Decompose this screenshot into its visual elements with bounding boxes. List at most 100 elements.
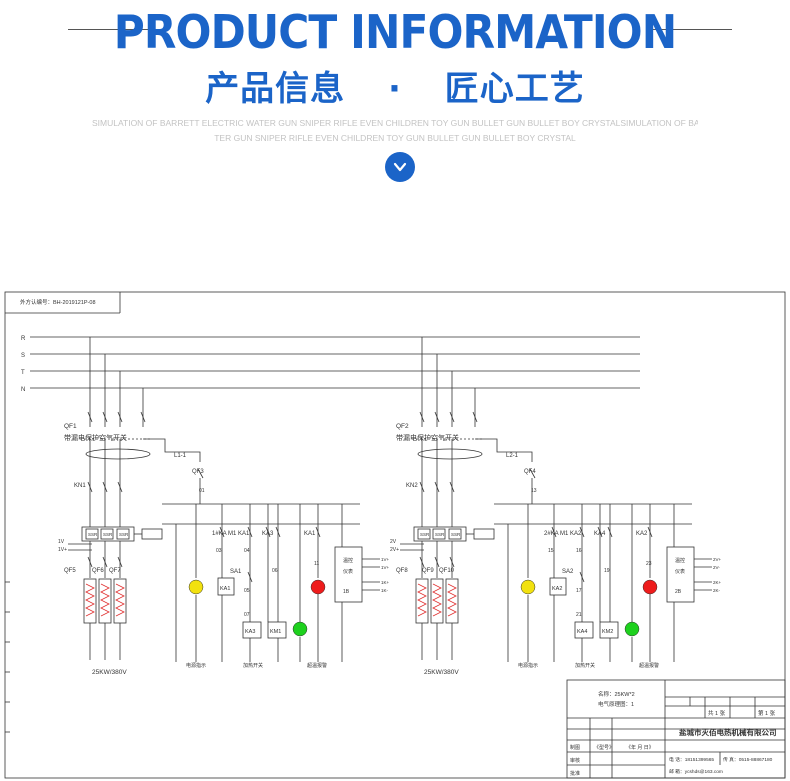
tb-phone: 电 话：18151399565 bbox=[669, 756, 714, 763]
label-qf5: QF5 bbox=[64, 568, 76, 574]
label-wire-17: 17 bbox=[576, 588, 582, 594]
label-breaker-desc-1: 带漏电保护空气开关 bbox=[64, 433, 127, 442]
coil-ka3: KA3 bbox=[245, 629, 255, 635]
tb-drawing-label: 电气原理图：1 bbox=[598, 700, 634, 708]
title-cn-left: 产品信息 bbox=[205, 69, 346, 109]
controller-2-line-1: 温控 bbox=[675, 557, 685, 564]
tb-model-label: 《型号》 bbox=[594, 744, 614, 751]
electrical-schematic-drawing: 外方认编号：BH-2019121P-08 R S T N bbox=[4, 291, 786, 779]
product-info-header: PRODUCT INFORMATION 产品信息 · 匠心工艺 SIMULATI… bbox=[0, 0, 790, 230]
caption-power-2: 电源指示 bbox=[518, 662, 538, 669]
label-wire-06: 06 bbox=[272, 568, 278, 574]
unit-2-labels: QF2 带漏电保护空气开关 L2-1 QF4 13 KN2 2V 2V+ SSR… bbox=[390, 423, 722, 676]
label-ssr-2b: SSR bbox=[435, 532, 445, 537]
coil-ka2: KA2 bbox=[552, 586, 562, 592]
label-qf1: QF1 bbox=[64, 423, 77, 430]
title-cn-dot: · bbox=[388, 69, 402, 109]
label-ssr-2c: SSR bbox=[451, 532, 461, 537]
controller-1-line-3: 1B bbox=[343, 589, 350, 595]
controller-1-term-2: 1V+ bbox=[381, 565, 390, 570]
controller-2-line-2: 仪表 bbox=[675, 568, 685, 575]
label-qf8: QF8 bbox=[396, 568, 408, 574]
bus-label-s: S bbox=[21, 353, 25, 359]
tb-date-label: 《年 月 日》 bbox=[626, 744, 654, 751]
controller-1-line-2: 仪表 bbox=[343, 568, 353, 575]
controller-2-term-3: 2K+ bbox=[713, 580, 722, 585]
label-wire-01: 01 bbox=[199, 488, 205, 494]
controller-2-term-1: 2V+ bbox=[713, 557, 722, 562]
label-qf9: QF9 bbox=[422, 568, 434, 574]
title-english: PRODUCT INFORMATION bbox=[113, 5, 677, 59]
bus-labels: R S T N bbox=[21, 336, 26, 393]
label-wire-07: 07 bbox=[244, 612, 250, 618]
drawing-frame bbox=[4, 291, 786, 779]
bus-label-n: N bbox=[21, 387, 25, 393]
label-sa1: SA1 bbox=[230, 569, 242, 575]
title-block bbox=[566, 679, 786, 779]
bus-label-r: R bbox=[21, 336, 26, 342]
doc-number: 外方认编号：BH-2019121P-08 bbox=[20, 298, 96, 306]
scroll-down-button[interactable] bbox=[385, 152, 415, 182]
label-kn1: KN1 bbox=[74, 483, 86, 489]
label-rating-2: 25KW/380V bbox=[424, 669, 459, 676]
label-wire-05: 05 bbox=[244, 588, 250, 594]
label-l2-1: L2-1 bbox=[506, 453, 519, 459]
bus-label-t: T bbox=[21, 370, 25, 376]
controller-1-term-1: 1V+ bbox=[381, 557, 390, 562]
label-qf3: QF3 bbox=[192, 469, 204, 475]
tb-row-approve: 批准 bbox=[570, 770, 580, 777]
coil-km2: KM2 bbox=[602, 629, 613, 635]
controller-2-term-2: 2V- bbox=[713, 565, 720, 570]
tb-sheet-total: 共 1 张 bbox=[708, 709, 726, 717]
title-block-text: 名称：25KW*2 电气原理图：1 共 1 张 第 1 张 盐城市灭佰电热机械有… bbox=[570, 690, 777, 777]
label-qf6: QF6 bbox=[92, 568, 104, 574]
title-cn-right: 匠心工艺 bbox=[444, 69, 585, 109]
label-term-1v-plus: 1V+ bbox=[58, 547, 67, 553]
label-wire-04: 04 bbox=[244, 548, 250, 554]
tb-company: 盐城市灭佰电热机械有限公司 bbox=[679, 727, 777, 737]
label-ssr-1c: SSR bbox=[119, 532, 129, 537]
label-qf2: QF2 bbox=[396, 423, 409, 430]
frame-margin-marks bbox=[5, 581, 10, 733]
label-wire-13: 13 bbox=[531, 488, 537, 494]
title-chinese: 产品信息 · 匠心工艺 bbox=[0, 68, 790, 110]
label-relay-2a: 2#KA bbox=[544, 531, 559, 537]
subtitle-line-1: SIMULATION OF BARRETT ELECTRIC WATER GUN… bbox=[92, 118, 698, 128]
label-term-2v: 2V bbox=[390, 539, 397, 545]
label-wire-03: 03 bbox=[216, 548, 222, 554]
tb-fax: 传 真：0515-88867180 bbox=[723, 756, 773, 763]
label-qf4: QF4 bbox=[524, 469, 536, 475]
label-relay-2b: M1 bbox=[560, 531, 569, 537]
label-relay-1e: KA1 bbox=[304, 531, 316, 537]
label-qf7: QF7 bbox=[109, 568, 121, 574]
controller-2-term-4: 2K- bbox=[713, 588, 721, 593]
tb-name-label: 名称：25KW*2 bbox=[598, 690, 635, 698]
tb-row-draw: 制图 bbox=[570, 744, 580, 751]
label-ssr-1a: SSR bbox=[88, 532, 98, 537]
lamp-heat-2 bbox=[624, 621, 640, 637]
caption-alarm-1: 超温报警 bbox=[307, 662, 327, 669]
label-relay-1b: M1 bbox=[228, 531, 237, 537]
lamp-power-1 bbox=[188, 579, 204, 595]
lamp-power-2 bbox=[520, 579, 536, 595]
tb-row-check: 审核 bbox=[570, 757, 580, 764]
label-relay-1c: KA1 bbox=[238, 531, 250, 537]
label-l1-1: L1-1 bbox=[174, 453, 187, 459]
controller-1-term-3: 1K+ bbox=[381, 580, 390, 585]
controller-2-line-3: 2B bbox=[675, 589, 682, 595]
label-ssr-2a: SSR bbox=[420, 532, 430, 537]
label-wire-21: 21 bbox=[576, 612, 582, 618]
label-qf10: QF10 bbox=[439, 568, 455, 574]
coil-km1: KM1 bbox=[270, 629, 281, 635]
label-relay-1d: KA3 bbox=[262, 531, 274, 537]
subtitle-line-2: TER GUN SNIPER RIFLE EVEN CHILDREN TOY G… bbox=[214, 133, 576, 143]
circuit-unit-1 bbox=[68, 337, 380, 662]
label-sa2: SA2 bbox=[562, 569, 574, 575]
label-wire-16: 16 bbox=[576, 548, 582, 554]
coil-ka1: KA1 bbox=[220, 586, 230, 592]
label-term-2v-plus: 2V+ bbox=[390, 547, 399, 553]
lamp-alarm-1 bbox=[310, 579, 326, 595]
label-relay-2c: KA2 bbox=[570, 531, 582, 537]
label-rating-1: 25KW/380V bbox=[92, 669, 127, 676]
controller-1-line-1: 温控 bbox=[343, 557, 353, 564]
